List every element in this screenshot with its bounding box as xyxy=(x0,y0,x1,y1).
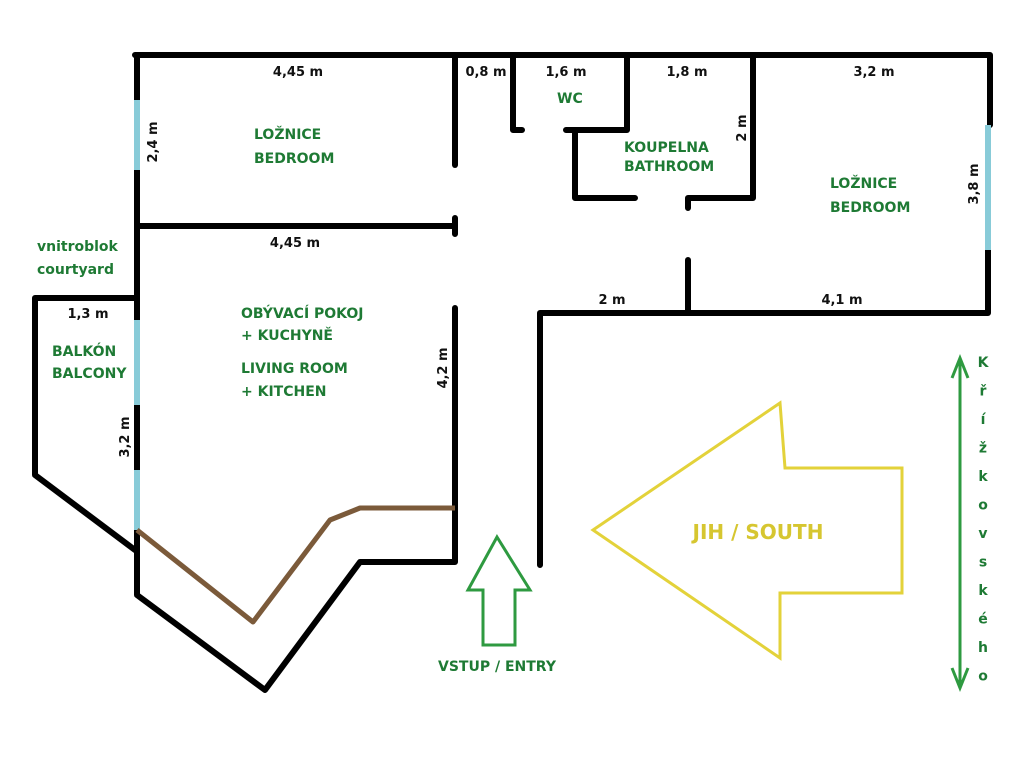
dim-living-height: 4,2 m xyxy=(436,347,451,388)
street-letter: ř xyxy=(980,384,987,400)
street-letter: o xyxy=(978,669,988,685)
dim-living-width: 4,45 m xyxy=(270,236,320,251)
courtyard-cz: vnitroblok xyxy=(37,239,119,255)
entry-label: VSTUP / ENTRY xyxy=(438,659,557,675)
dim-bedroom1-height: 2,4 m xyxy=(146,121,161,162)
street-letter: s xyxy=(979,555,987,571)
room-bedroom2-cz: LOŽNICE xyxy=(830,175,897,192)
street-letter: k xyxy=(978,583,988,599)
room-bathroom-cz: KOUPELNA xyxy=(624,140,709,156)
dim-hall-bottom: 2 m xyxy=(598,293,625,308)
dim-bedroom2-height: 3,8 m xyxy=(967,163,982,204)
room-living-en: LIVING ROOM xyxy=(241,361,348,377)
street-letter: é xyxy=(978,612,988,628)
dim-bedroom1-width: 4,45 m xyxy=(273,65,323,80)
south-label: JIH / SOUTH xyxy=(691,520,824,544)
south-arrow-icon xyxy=(590,400,904,661)
room-bedroom1-en: BEDROOM xyxy=(254,151,334,167)
windows xyxy=(134,100,991,530)
room-bedroom2-en: BEDROOM xyxy=(830,200,910,216)
room-balcony-cz: BALKÓN xyxy=(52,342,116,360)
dim-hall-width: 0,8 m xyxy=(465,65,506,80)
room-balcony-en: BALCONY xyxy=(52,366,127,382)
dim-bath-width: 1,8 m xyxy=(666,65,707,80)
room-living-cz: OBÝVACÍ POKOJ xyxy=(241,304,364,322)
street-letter: k xyxy=(978,469,988,485)
kitchen-counter xyxy=(135,505,455,625)
street-arrow-icon xyxy=(950,353,970,693)
dim-bath-height: 2 m xyxy=(735,114,750,141)
dim-bedroom2-width: 3,2 m xyxy=(853,65,894,80)
street-letter: ž xyxy=(979,441,987,457)
street-letter: o xyxy=(978,498,988,514)
dim-balcony-width: 1,3 m xyxy=(67,307,108,322)
room-kitchen-en: + KITCHEN xyxy=(241,384,326,400)
street-letter: v xyxy=(978,526,987,542)
room-bathroom-en: BATHROOM xyxy=(624,159,714,175)
room-bedroom1-cz: LOŽNICE xyxy=(254,126,321,143)
room-wc: WC xyxy=(557,91,583,107)
walls xyxy=(32,52,993,693)
dim-wc-width: 1,6 m xyxy=(545,65,586,80)
dim-balcony-height: 3,2 m xyxy=(118,416,133,457)
room-kitchen-cz: + KUCHYNĚ xyxy=(241,327,333,344)
entry-arrow-icon xyxy=(465,534,533,647)
courtyard-en: courtyard xyxy=(37,262,114,278)
dim-bedroom2-bottom: 4,1 m xyxy=(821,293,862,308)
street-letter: í xyxy=(981,412,987,428)
street-letter: h xyxy=(978,640,988,656)
street-letter: K xyxy=(978,355,990,371)
